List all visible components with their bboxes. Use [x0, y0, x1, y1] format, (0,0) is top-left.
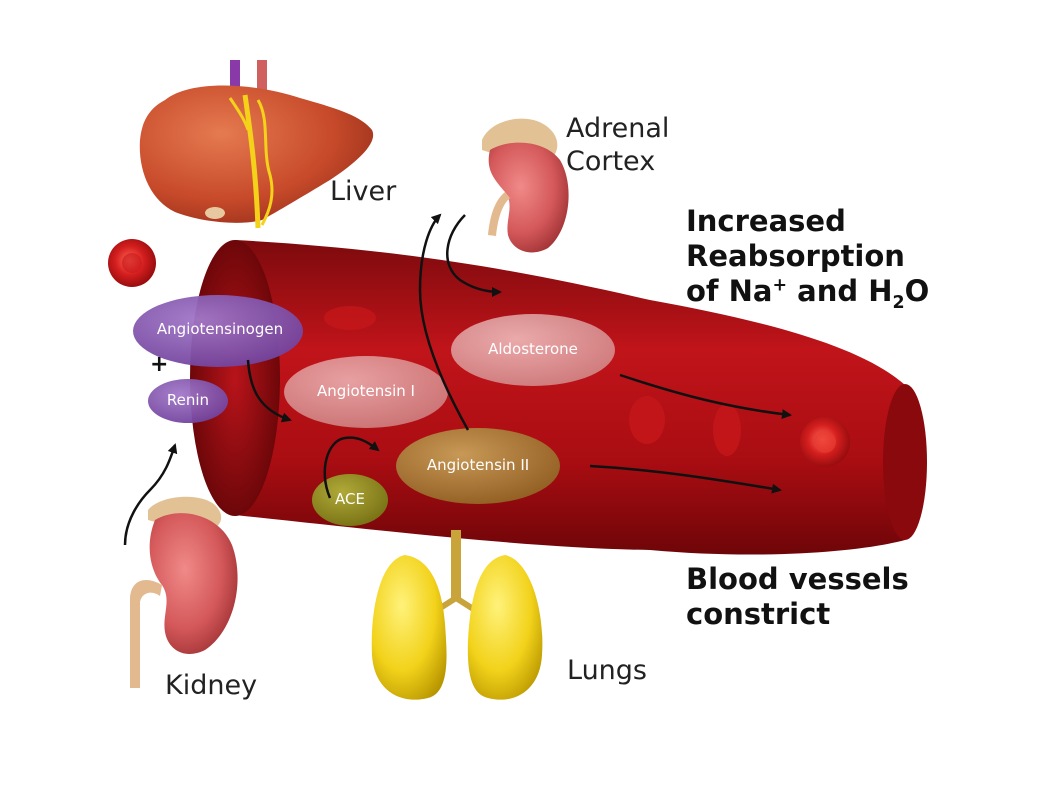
angiotensin-1-label: Angiotensin I — [317, 382, 415, 400]
vessel-end — [883, 384, 927, 540]
ace-conversion-arrow — [323, 436, 380, 499]
aldosterone-shape — [451, 314, 615, 386]
adrenal-kidney-illustration — [482, 118, 569, 253]
to-adrenal-arrow — [418, 213, 470, 431]
plus-sign: + — [150, 352, 169, 377]
liver-label: Liver — [330, 176, 397, 207]
renin-shape — [148, 379, 228, 423]
red-blood-cell — [713, 404, 741, 456]
h2-subscript: 2 — [892, 292, 905, 313]
reabsorption-line1: Increased — [686, 204, 846, 238]
aldosterone-effect-arrow — [619, 373, 792, 420]
angiotensinogen-label: Angiotensinogen — [156, 320, 284, 338]
constrict-line2: constrict — [686, 596, 831, 631]
constrict-line1: Blood vessels — [686, 562, 909, 596]
liver-illustration — [139, 60, 374, 229]
reabsorption-line3: of Na+ and H2O — [686, 274, 929, 314]
kidney-label: Kidney — [165, 670, 258, 701]
constrict-effect-label: Blood vessels constrict — [686, 562, 909, 632]
ace-label: ACE — [335, 490, 365, 508]
reabsorption-effect-label: Increased Reabsorption of Na+ and H2O — [686, 204, 929, 313]
kidney-illustration — [130, 496, 238, 688]
to-angiotensin-1-arrow — [246, 359, 292, 423]
angiotensin-2-effect-arrow — [589, 464, 782, 494]
red-blood-cell — [629, 396, 665, 444]
molecule-shapes — [133, 295, 615, 526]
reabsorption-line2: Reabsorption — [686, 238, 905, 273]
angiotensinogen-shape — [133, 295, 303, 367]
pathway-arrows — [123, 213, 792, 546]
lungs-illustration — [371, 530, 543, 700]
adrenal-cortex-label: Adrenal Cortex — [566, 112, 669, 178]
lungs-label: Lungs — [567, 655, 647, 686]
angiotensin-2-shape — [396, 428, 560, 504]
adrenal-label-line2: Cortex — [566, 146, 656, 177]
red-blood-cells — [108, 239, 850, 467]
reabsorption-o-text: O — [904, 273, 930, 308]
renin-label: Renin — [166, 391, 210, 409]
reabsorption-na-text: of Na — [686, 273, 773, 308]
red-blood-cell — [324, 306, 376, 330]
angiotensin-2-label: Angiotensin II — [426, 456, 530, 474]
aldosterone-label: Aldosterone — [488, 340, 578, 358]
kidney-to-renin-arrow — [123, 443, 178, 546]
adrenal-to-aldosterone-arrow — [446, 214, 502, 297]
vessel-opening — [190, 240, 280, 516]
ace-shape — [312, 474, 388, 526]
angiotensin-1-shape — [284, 356, 448, 428]
reabsorption-h-text: and H — [787, 273, 893, 308]
adrenal-label-line1: Adrenal — [566, 113, 670, 144]
na-charge: + — [772, 274, 788, 295]
